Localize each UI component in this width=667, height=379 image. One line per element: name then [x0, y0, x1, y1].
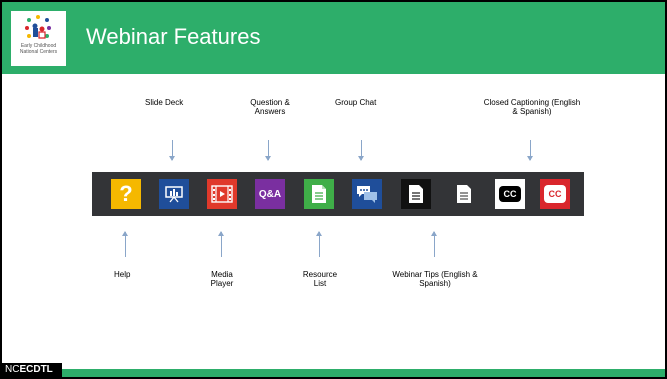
cc-badge-black: CC — [499, 186, 521, 202]
ecnc-logo: Early Childhood National Centers — [11, 11, 66, 66]
cc-glyph: CC — [503, 189, 517, 199]
arrow-captioning — [527, 140, 533, 161]
chat-bubbles-icon — [357, 186, 377, 203]
qa-glyph: Q&A — [258, 188, 282, 200]
document-icon — [457, 185, 471, 203]
cc-badge-red: CC — [544, 185, 566, 203]
footer-prefix: NC — [5, 364, 20, 375]
label-closed-captioning: Closed Captioning (English & Spanish) — [483, 98, 581, 116]
footer-strong: ECDTL — [19, 364, 53, 375]
label-webinar-tips: Webinar Tips (English & Spanish) — [392, 270, 478, 288]
webinar-tips-spanish-icon[interactable] — [449, 179, 479, 209]
label-resource-list: Resource List — [302, 270, 338, 288]
arrow-slide-deck — [169, 140, 175, 161]
header-bar: Early Childhood National Centers Webinar… — [2, 2, 665, 74]
arrow-media-player — [218, 231, 224, 257]
arrow-webinar-tips — [431, 231, 437, 257]
media-player-icon[interactable] — [207, 179, 237, 209]
family-logo-icon — [25, 15, 51, 39]
cc-glyph: CC — [548, 189, 562, 199]
label-help: Help — [114, 270, 131, 279]
slide-deck-icon[interactable] — [159, 179, 189, 209]
document-icon — [312, 185, 326, 203]
presentation-board-icon — [165, 186, 183, 203]
label-media-player: Media Player — [210, 270, 234, 288]
resource-list-icon[interactable] — [304, 179, 334, 209]
help-icon[interactable]: ? — [111, 179, 141, 209]
document-icon — [409, 185, 423, 203]
label-group-chat: Group Chat — [335, 98, 377, 107]
arrow-qa — [265, 140, 271, 161]
webinar-tips-english-icon[interactable] — [401, 179, 431, 209]
label-question-answers: Question & Answers — [250, 98, 290, 116]
label-slide-deck: Slide Deck — [145, 98, 184, 107]
help-glyph: ? — [119, 181, 133, 206]
qa-icon[interactable]: Q&A — [255, 179, 285, 209]
webinar-toolbar: ? Q&A — [92, 172, 584, 216]
arrow-help — [122, 231, 128, 257]
logo-text: Early Childhood National Centers — [19, 43, 58, 55]
page-title: Webinar Features — [86, 24, 261, 49]
closed-captions-spanish-icon[interactable]: CC — [540, 179, 570, 209]
closed-captions-english-icon[interactable]: CC — [495, 179, 525, 209]
ncecdtl-logo: NCECDTL — [2, 363, 62, 377]
footer-bar — [2, 369, 665, 377]
arrow-resource-list — [316, 231, 322, 257]
film-strip-icon — [211, 185, 233, 203]
group-chat-icon[interactable] — [352, 179, 382, 209]
arrow-group-chat — [358, 140, 364, 161]
